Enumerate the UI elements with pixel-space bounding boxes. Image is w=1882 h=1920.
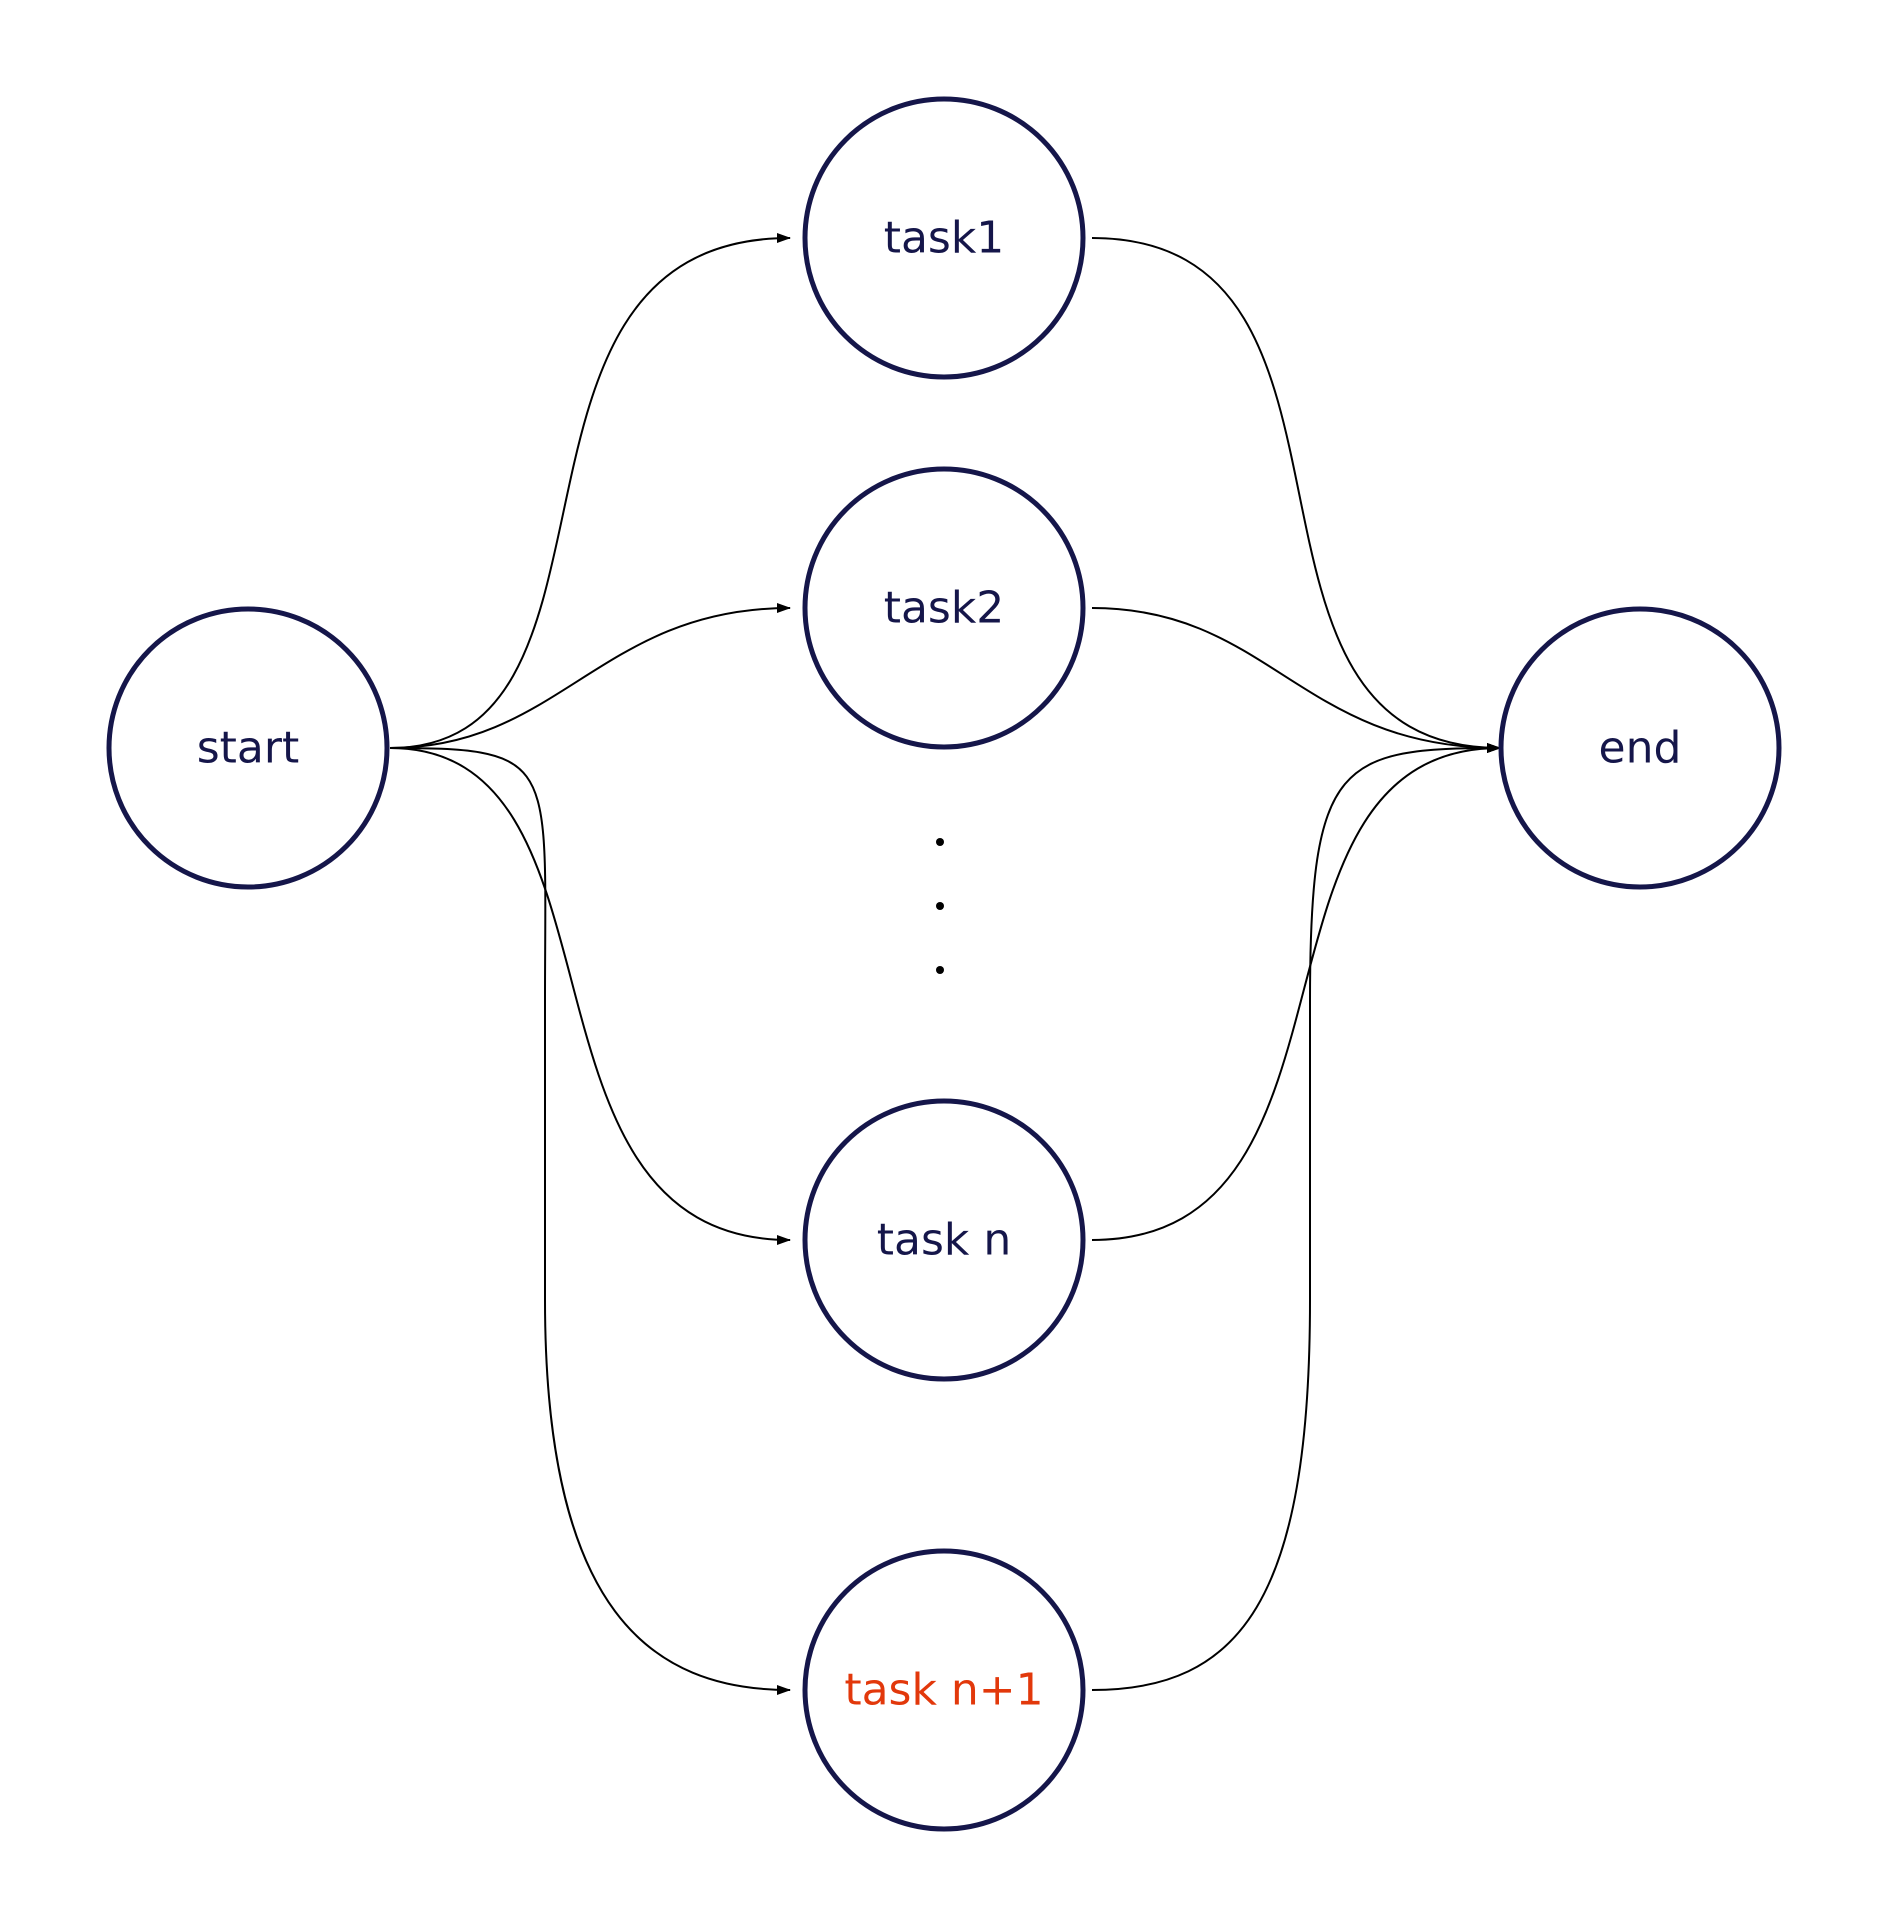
node-end-label: end [1599, 723, 1682, 774]
node-start-label: start [197, 723, 299, 774]
edge-start-task2 [389, 603, 791, 749]
node-taskn1: task n+1 [802, 1548, 1086, 1832]
edge-start-taskn [389, 747, 791, 1245]
node-start: start [106, 606, 390, 890]
ellipsis-dots [936, 838, 944, 974]
node-end-circle [1498, 606, 1782, 890]
edges [389, 233, 1501, 1695]
edge-task1-end [1091, 237, 1501, 753]
node-task2-circle [802, 466, 1086, 750]
node-task1-circle [802, 96, 1086, 380]
node-taskn-label: task n [877, 1215, 1012, 1266]
edge-start-task1 [389, 233, 791, 749]
ellipsis-dot [936, 902, 944, 910]
edge-taskn-end [1091, 743, 1501, 1241]
edge-taskn1-end [1091, 743, 1501, 1691]
edge-start-taskn1 [389, 747, 791, 1695]
node-task1: task1 [802, 96, 1086, 380]
node-task2-label: task2 [884, 583, 1005, 634]
node-taskn: task n [802, 1098, 1086, 1382]
node-end: end [1498, 606, 1782, 890]
node-task1-label: task1 [884, 213, 1005, 264]
edge-task2-end [1091, 607, 1501, 753]
node-task2: task2 [802, 466, 1086, 750]
ellipsis-dot [936, 838, 944, 846]
ellipsis-dot [936, 966, 944, 974]
node-taskn1-label: task n+1 [844, 1665, 1043, 1716]
node-start-circle [106, 606, 390, 890]
node-taskn1-circle [802, 1548, 1086, 1832]
node-taskn-circle [802, 1098, 1086, 1382]
